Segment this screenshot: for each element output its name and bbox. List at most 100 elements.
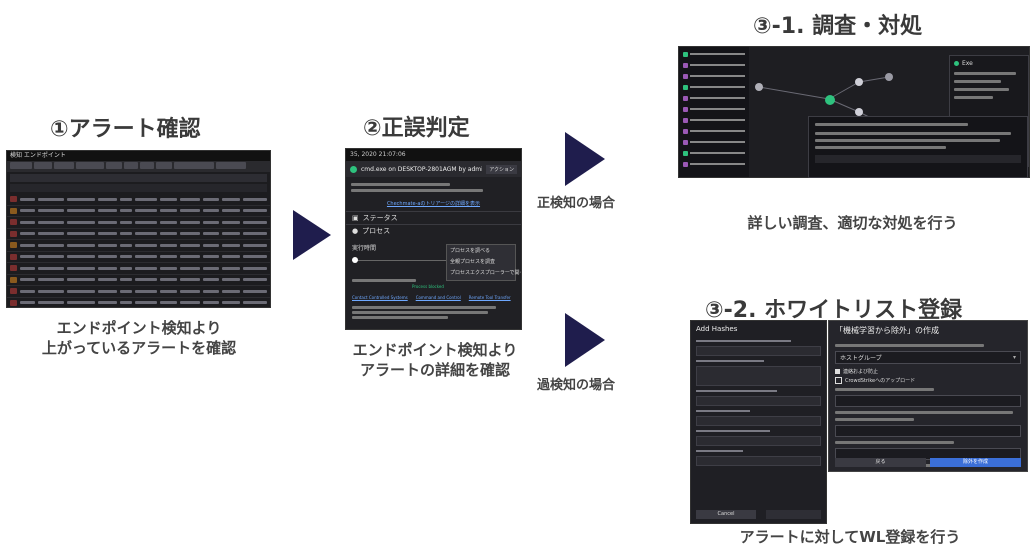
sidebar-item[interactable]: [683, 127, 745, 135]
table-cell: [98, 289, 118, 293]
sidebar-item-label: [690, 163, 745, 165]
host-group-select[interactable]: ホストグループ: [840, 355, 882, 362]
table-cell: [38, 232, 64, 236]
sidebar-item[interactable]: [683, 83, 745, 91]
table-cell: [120, 301, 132, 305]
table-cell: [134, 197, 157, 201]
add-hashes-cancel-button[interactable]: Cancel: [696, 510, 756, 519]
table-cell: [66, 220, 96, 224]
sidebar-item[interactable]: [683, 138, 745, 146]
table-cell: [19, 266, 36, 270]
sidebar-item[interactable]: [683, 94, 745, 102]
sidebar-item-label: [690, 64, 745, 66]
sidebar-item-label: [690, 152, 745, 154]
exclusion-dialog-title: 「機械学習から除外」の作成: [835, 326, 939, 335]
table-cell: [19, 197, 36, 201]
table-cell: [38, 243, 64, 247]
table-cell: [19, 255, 36, 259]
table-cell: [159, 209, 177, 213]
command-output-panel: [808, 116, 1028, 178]
table-cell: [66, 232, 96, 236]
table-cell: [179, 255, 201, 259]
table-cell: [120, 255, 132, 259]
table-row[interactable]: [7, 206, 270, 217]
graph-node-root[interactable]: [755, 83, 763, 91]
severity-badge: [10, 196, 17, 203]
table-cell: [134, 243, 157, 247]
table-cell: [243, 220, 267, 224]
alert-detail-action-button[interactable]: アクション: [486, 164, 517, 174]
table-row[interactable]: [7, 275, 270, 286]
severity-badge: [10, 219, 17, 226]
table-cell: [98, 232, 118, 236]
graph-node-parent[interactable]: [825, 95, 835, 105]
table-cell: [38, 278, 64, 282]
menu-investigate-parents[interactable]: 全親プロセスを調査: [450, 259, 496, 265]
table-row[interactable]: [7, 298, 270, 308]
table-cell: [19, 232, 36, 236]
sidebar-item[interactable]: [683, 149, 745, 157]
severity-badge: [10, 230, 17, 237]
step1-caption-line2: 上がっているアラートを確認: [41, 339, 237, 357]
table-row[interactable]: [7, 229, 270, 240]
technique-link-1[interactable]: Contact Controlled Systems: [352, 295, 408, 300]
table-cell: [98, 278, 118, 282]
table-cell: [19, 301, 36, 305]
process-detail-heading: Exe: [962, 60, 973, 67]
checkbox-icon[interactable]: [835, 377, 842, 384]
status-section[interactable]: ▣ ステータス: [346, 211, 521, 224]
process-icon: [683, 106, 688, 112]
add-hashes-submit-button[interactable]: [766, 510, 821, 519]
table-cell: [221, 243, 241, 247]
table-row[interactable]: [7, 217, 270, 229]
flow-arrow-true-positive: [565, 132, 605, 186]
table-cell: [98, 266, 118, 270]
status-dot-icon: [350, 165, 357, 173]
sidebar-item[interactable]: [683, 116, 745, 124]
table-cell: [98, 243, 118, 247]
process-context-menu: プロセスを調べる 全親プロセスを調査 プロセスエクスプローラーで開く: [446, 244, 522, 281]
table-row[interactable]: [7, 263, 270, 275]
exclusion-cancel-button[interactable]: 戻る: [835, 458, 926, 467]
table-cell: [66, 266, 96, 270]
process-section[interactable]: ● プロセス: [346, 224, 521, 237]
table-cell: [38, 255, 64, 259]
sidebar-item[interactable]: [683, 160, 745, 168]
step1-title: ①アラート確認: [50, 117, 201, 142]
table-cell: [179, 243, 201, 247]
sidebar-item[interactable]: [683, 61, 745, 69]
technique-link-2[interactable]: Command and Control: [415, 295, 461, 300]
sidebar-item[interactable]: [683, 105, 745, 113]
severity-badge: [10, 288, 17, 295]
sidebar-item-label: [690, 53, 745, 55]
table-cell: [120, 266, 132, 270]
sidebar-item[interactable]: [683, 72, 745, 80]
table-cell: [243, 232, 267, 236]
exclusion-create-button[interactable]: 除外を作成: [930, 458, 1021, 467]
menu-open-explorer[interactable]: プロセスエクスプローラーで開く: [450, 270, 522, 276]
technique-link-3[interactable]: Remote Tool Transfer: [468, 295, 511, 300]
graph-node-child-1[interactable]: [855, 78, 863, 86]
table-row[interactable]: [7, 194, 270, 206]
graph-node-leaf-1[interactable]: [885, 73, 893, 81]
table-cell: [221, 289, 241, 293]
triage-details-link[interactable]: Chechmate-aのトリアージの詳細を表示: [386, 201, 481, 207]
table-row[interactable]: [7, 240, 270, 252]
table-row[interactable]: [7, 286, 270, 298]
exe-status-icon: [954, 61, 959, 66]
checkbox-icon[interactable]: [835, 369, 840, 374]
table-cell: [120, 243, 132, 247]
graph-node-child-2[interactable]: [855, 108, 863, 116]
table-cell: [134, 209, 157, 213]
table-cell: [221, 209, 241, 213]
table-cell: [243, 278, 267, 282]
table-row[interactable]: [7, 252, 270, 263]
step3-2-title: ③-2. ホワイトリスト登録: [705, 298, 963, 323]
sidebar-item-label: [690, 86, 745, 88]
table-cell: [159, 243, 177, 247]
table-cell: [120, 209, 132, 213]
table-cell: [66, 289, 96, 293]
table-cell: [179, 266, 201, 270]
menu-investigate-process[interactable]: プロセスを調べる: [450, 248, 491, 254]
sidebar-item[interactable]: [683, 50, 745, 58]
